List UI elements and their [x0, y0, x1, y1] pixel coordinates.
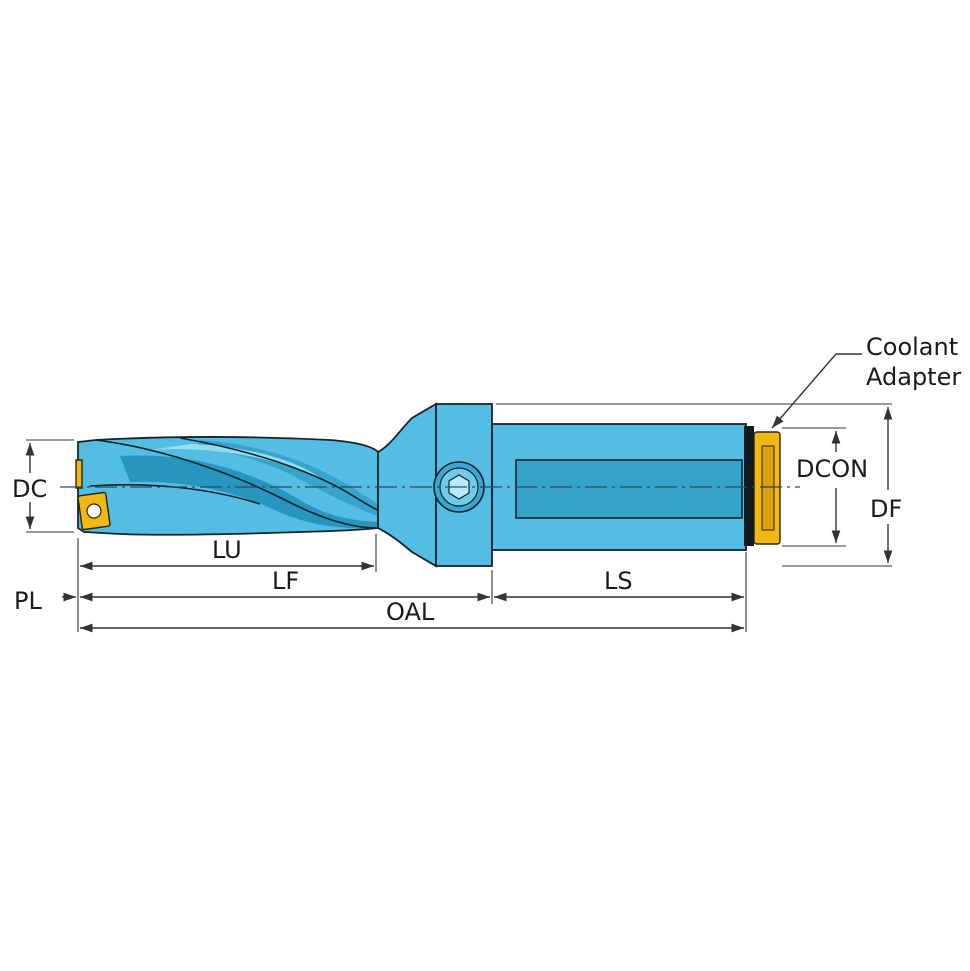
dcon-dimension — [782, 427, 846, 547]
coolant-label-line2: Adapter — [866, 363, 961, 391]
lf-dimension — [80, 570, 493, 604]
ls-dimension — [494, 552, 747, 632]
df-dimension — [496, 403, 893, 567]
dcon-label: DCON — [796, 455, 868, 483]
oal-label: OAL — [386, 598, 435, 626]
df-label: DF — [870, 495, 902, 523]
cutting-insert — [75, 459, 111, 531]
coolant-callout — [771, 353, 862, 429]
pl-label: PL — [14, 587, 42, 615]
lf-label: LF — [272, 567, 299, 595]
tool-body — [77, 402, 754, 568]
coolant-adapter — [753, 431, 781, 545]
dc-label: DC — [12, 475, 47, 503]
dc-dimension — [25, 439, 74, 533]
ls-label: LS — [604, 567, 633, 595]
lu-label: LU — [212, 536, 242, 564]
lu-dimension — [77, 534, 377, 632]
coolant-label-line1: Coolant — [866, 333, 958, 361]
